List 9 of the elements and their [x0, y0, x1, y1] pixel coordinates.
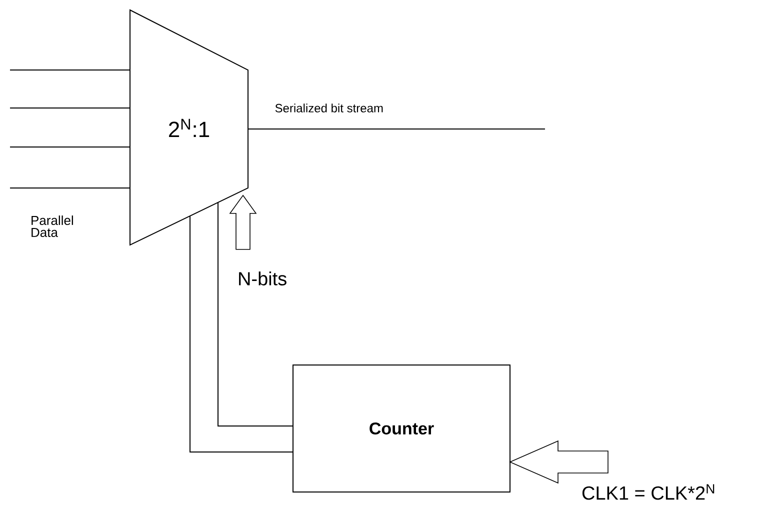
edge-label: Serialized bit stream [275, 104, 383, 112]
wire [248, 128, 546, 130]
edge-label: CLK1 = CLK*2$^{N}$ [582, 484, 714, 500]
text-label: Parallel Data [32, 216, 73, 238]
counter-box: Counter [292, 364, 510, 492]
wire [10, 146, 130, 148]
signal-line [218, 202, 294, 426]
edge-label: N-bits [239, 272, 286, 286]
signal-line [190, 216, 294, 452]
